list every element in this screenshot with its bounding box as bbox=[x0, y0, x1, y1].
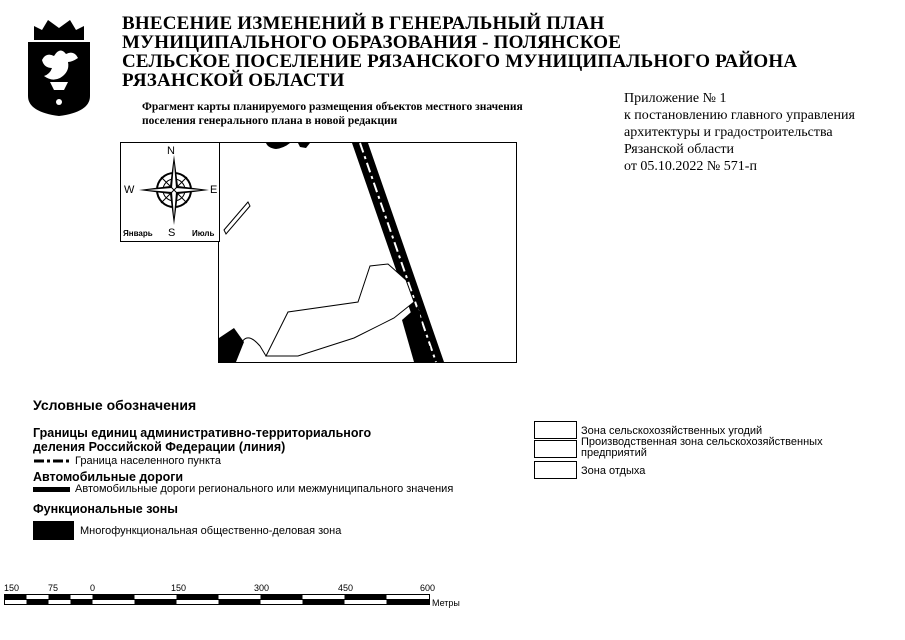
subtitle-line-2: поселения генерального плана в новой ред… bbox=[142, 115, 398, 127]
scale-label-300: 300 bbox=[254, 583, 270, 593]
scale-label-75: 75 bbox=[48, 583, 59, 593]
legend-settlement-boundary-label: Граница населенного пункта bbox=[75, 455, 221, 467]
map-subtitle: Фрагмент карты планируемого размещения о… bbox=[142, 100, 602, 128]
title-line-1: ВНЕСЕНИЕ ИЗМЕНЕНИЙ В ГЕНЕРАЛЬНЫЙ ПЛАН bbox=[122, 13, 605, 34]
appendix-line-5: от 05.10.2022 № 571-п bbox=[624, 159, 757, 174]
settlement-boundary-symbol bbox=[34, 459, 70, 463]
business-zone-area-top bbox=[266, 143, 290, 149]
business-zone-area-left bbox=[219, 328, 244, 362]
compass-rose: N W E S Январь Июль bbox=[120, 142, 220, 242]
title-line-2: МУНИЦИПАЛЬНОГО ОБРАЗОВАНИЯ - ПОЛЯНСКОЕ bbox=[122, 32, 622, 53]
map-fragment bbox=[218, 142, 517, 363]
compass-star-icon bbox=[139, 155, 209, 225]
recreation-zone-outline bbox=[265, 263, 415, 357]
boundary-thin-line bbox=[241, 337, 267, 357]
scale-label-450: 450 bbox=[338, 583, 354, 593]
title-line-4: РЯЗАНСКОЙ ОБЛАСТИ bbox=[122, 70, 345, 91]
appendix-block: Приложение № 1 к постановлению главного … bbox=[624, 90, 894, 175]
document-title: ВНЕСЕНИЕ ИЗМЕНЕНИЙ В ГЕНЕРАЛЬНЫЙ ПЛАН МУ… bbox=[122, 14, 842, 90]
appendix-line-3: архитектуры и градостроительства bbox=[624, 125, 833, 140]
business-zone-area-top2 bbox=[298, 143, 310, 148]
title-line-3: СЕЛЬСКОЕ ПОСЕЛЕНИЕ РЯЗАНСКОГО МУНИЦИПАЛЬ… bbox=[122, 51, 798, 72]
compass-west-label: W bbox=[124, 184, 135, 196]
legend-agri-production-line-2: предприятий bbox=[581, 447, 647, 459]
compass-north-label: N bbox=[167, 145, 175, 157]
business-zone-swatch bbox=[33, 521, 74, 540]
recreation-zone-swatch bbox=[534, 461, 577, 479]
legend-roads-heading: Автомобильные дороги bbox=[33, 470, 184, 484]
legend-boundaries-heading-line-1: Границы единиц административно-территори… bbox=[33, 426, 372, 440]
compass-east-label: E bbox=[210, 184, 218, 196]
agri-land-zone-swatch bbox=[534, 421, 577, 439]
regional-road-symbol bbox=[33, 487, 70, 492]
legend-recreation-label: Зона отдыха bbox=[581, 465, 646, 477]
regional-road bbox=[352, 143, 444, 362]
agri-zone-outline bbox=[223, 201, 251, 235]
legend-agri-land-label: Зона сельскохозяйственных угодий bbox=[581, 425, 763, 437]
legend-boundaries-heading-line-2: деления Российской Федерации (линия) bbox=[33, 440, 286, 454]
legend-zones-heading: Функциональные зоны bbox=[33, 502, 178, 516]
legend-business-zone-label: Многофункциональная общественно-деловая … bbox=[80, 525, 342, 537]
compass-january-label: Январь bbox=[123, 229, 153, 238]
legend-agri-production-line-1: Производственная зона сельскохозяйственн… bbox=[581, 436, 823, 448]
scale-label-150-left: 150 bbox=[4, 583, 20, 593]
subtitle-line-1: Фрагмент карты планируемого размещения о… bbox=[142, 101, 523, 113]
scale-label-150: 150 bbox=[171, 583, 187, 593]
legend-roads-item-label: Автомобильные дороги регионального или м… bbox=[75, 483, 454, 495]
scale-unit-label: Метры bbox=[432, 598, 460, 608]
agri-production-zone-swatch bbox=[534, 440, 577, 458]
compass-south-label: S bbox=[168, 227, 176, 239]
appendix-line-4: Рязанской области bbox=[624, 142, 735, 157]
legend-title: Условные обозначения bbox=[33, 397, 197, 413]
compass-july-label: Июль bbox=[192, 229, 215, 238]
legend-boundaries-heading: Границы единиц административно-территори… bbox=[33, 426, 371, 454]
scale-label-600: 600 bbox=[420, 583, 436, 593]
business-zone-area-bottom bbox=[416, 346, 432, 362]
scale-bar-graphic bbox=[4, 594, 430, 605]
scale-bar: 150 75 0 150 300 450 600 Метры bbox=[4, 583, 474, 613]
coat-of-arms-emblem bbox=[28, 20, 90, 116]
appendix-line-2: к постановлению главного управления bbox=[624, 108, 855, 123]
appendix-line-1: Приложение № 1 bbox=[624, 91, 727, 106]
settlement-boundary-line bbox=[359, 142, 437, 363]
legend-agri-production-label: Производственная зона сельскохозяйственн… bbox=[581, 437, 823, 459]
scale-label-0: 0 bbox=[90, 583, 96, 593]
